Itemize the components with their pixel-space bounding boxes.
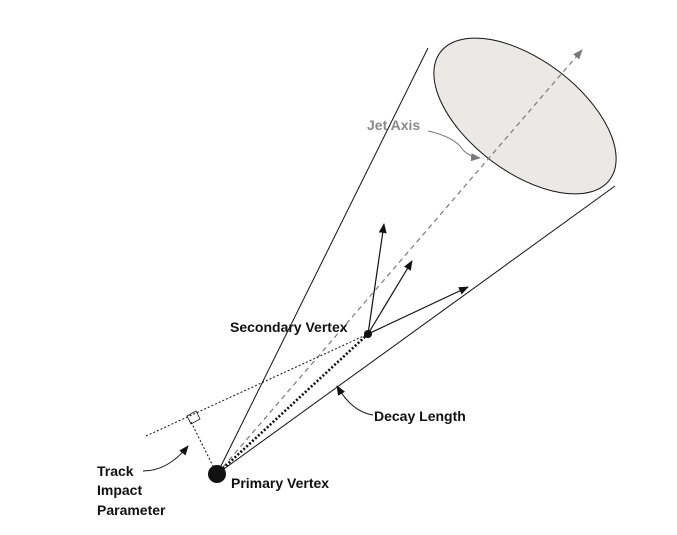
primary-vertex-label: Primary Vertex <box>231 475 329 491</box>
track-arrow-right <box>367 286 469 335</box>
right-angle-mark <box>186 410 201 425</box>
impact-parameter-pointer <box>142 445 189 472</box>
track-arrow-mid <box>367 260 413 335</box>
track-impact-parameter-label-line2: Impact <box>97 482 142 498</box>
cone-lower-edge <box>216 185 616 475</box>
decay-length-label: Decay Length <box>374 408 466 424</box>
jet-axis-line <box>216 49 583 475</box>
decay-length-line <box>216 333 369 475</box>
impact-parameter-line <box>189 419 218 475</box>
track-impact-parameter-label-line3: Parameter <box>97 502 166 518</box>
primary-vertex-dot <box>208 465 226 483</box>
track-arrow-up <box>367 223 387 335</box>
jet-axis-label: Jet Axis <box>367 117 420 133</box>
cone-upper-edge <box>216 47 429 475</box>
track-extrapolation-line <box>145 333 369 437</box>
decay-length-pointer <box>336 385 374 416</box>
track-impact-parameter-label-line1: Track <box>97 463 134 479</box>
jet-axis-pointer <box>427 130 481 162</box>
secondary-vertex-dot <box>364 330 372 338</box>
secondary-vertex-label: Secondary Vertex <box>230 319 348 335</box>
